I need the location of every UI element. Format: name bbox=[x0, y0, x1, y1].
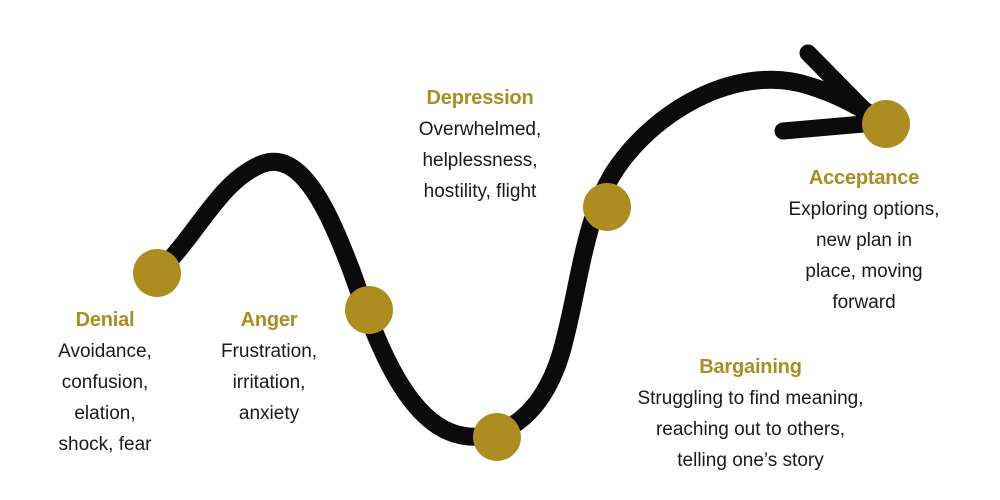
stage-marker-anger bbox=[345, 286, 393, 334]
stage-label-depression: Depression Overwhelmed, helplessness, ho… bbox=[368, 83, 592, 207]
stage-title-bargaining: Bargaining bbox=[699, 356, 802, 378]
stage-title-anger: Anger bbox=[240, 309, 298, 331]
stage-marker-depression bbox=[473, 413, 521, 461]
stage-description-anger: Frustration, irritation, anxiety bbox=[220, 341, 318, 424]
stage-marker-acceptance bbox=[862, 100, 910, 148]
arrowhead-lower-barb bbox=[774, 114, 884, 140]
stage-description-acceptance: Exploring options, new plan in place, mo… bbox=[788, 199, 940, 313]
stage-title-denial: Denial bbox=[75, 309, 135, 331]
stage-description-bargaining: Struggling to find meaning, reaching out… bbox=[637, 388, 864, 471]
stage-title-depression: Depression bbox=[426, 87, 534, 109]
arrowhead-upper-barb bbox=[799, 44, 884, 130]
stage-label-acceptance: Acceptance Exploring options, new plan i… bbox=[756, 163, 972, 318]
stage-label-denial: Denial Avoidance, confusion, elation, sh… bbox=[10, 305, 200, 460]
stage-label-anger: Anger Frustration, irritation, anxiety bbox=[185, 305, 353, 429]
stage-marker-bargaining bbox=[583, 183, 631, 231]
stage-title-acceptance: Acceptance bbox=[808, 167, 920, 189]
stage-description-denial: Avoidance, confusion, elation, shock, fe… bbox=[58, 341, 152, 455]
stage-label-bargaining: Bargaining Struggling to find meaning, r… bbox=[578, 352, 923, 476]
stage-description-depression: Overwhelmed, helplessness, hostility, fl… bbox=[418, 119, 542, 202]
stage-marker-denial bbox=[133, 249, 181, 297]
